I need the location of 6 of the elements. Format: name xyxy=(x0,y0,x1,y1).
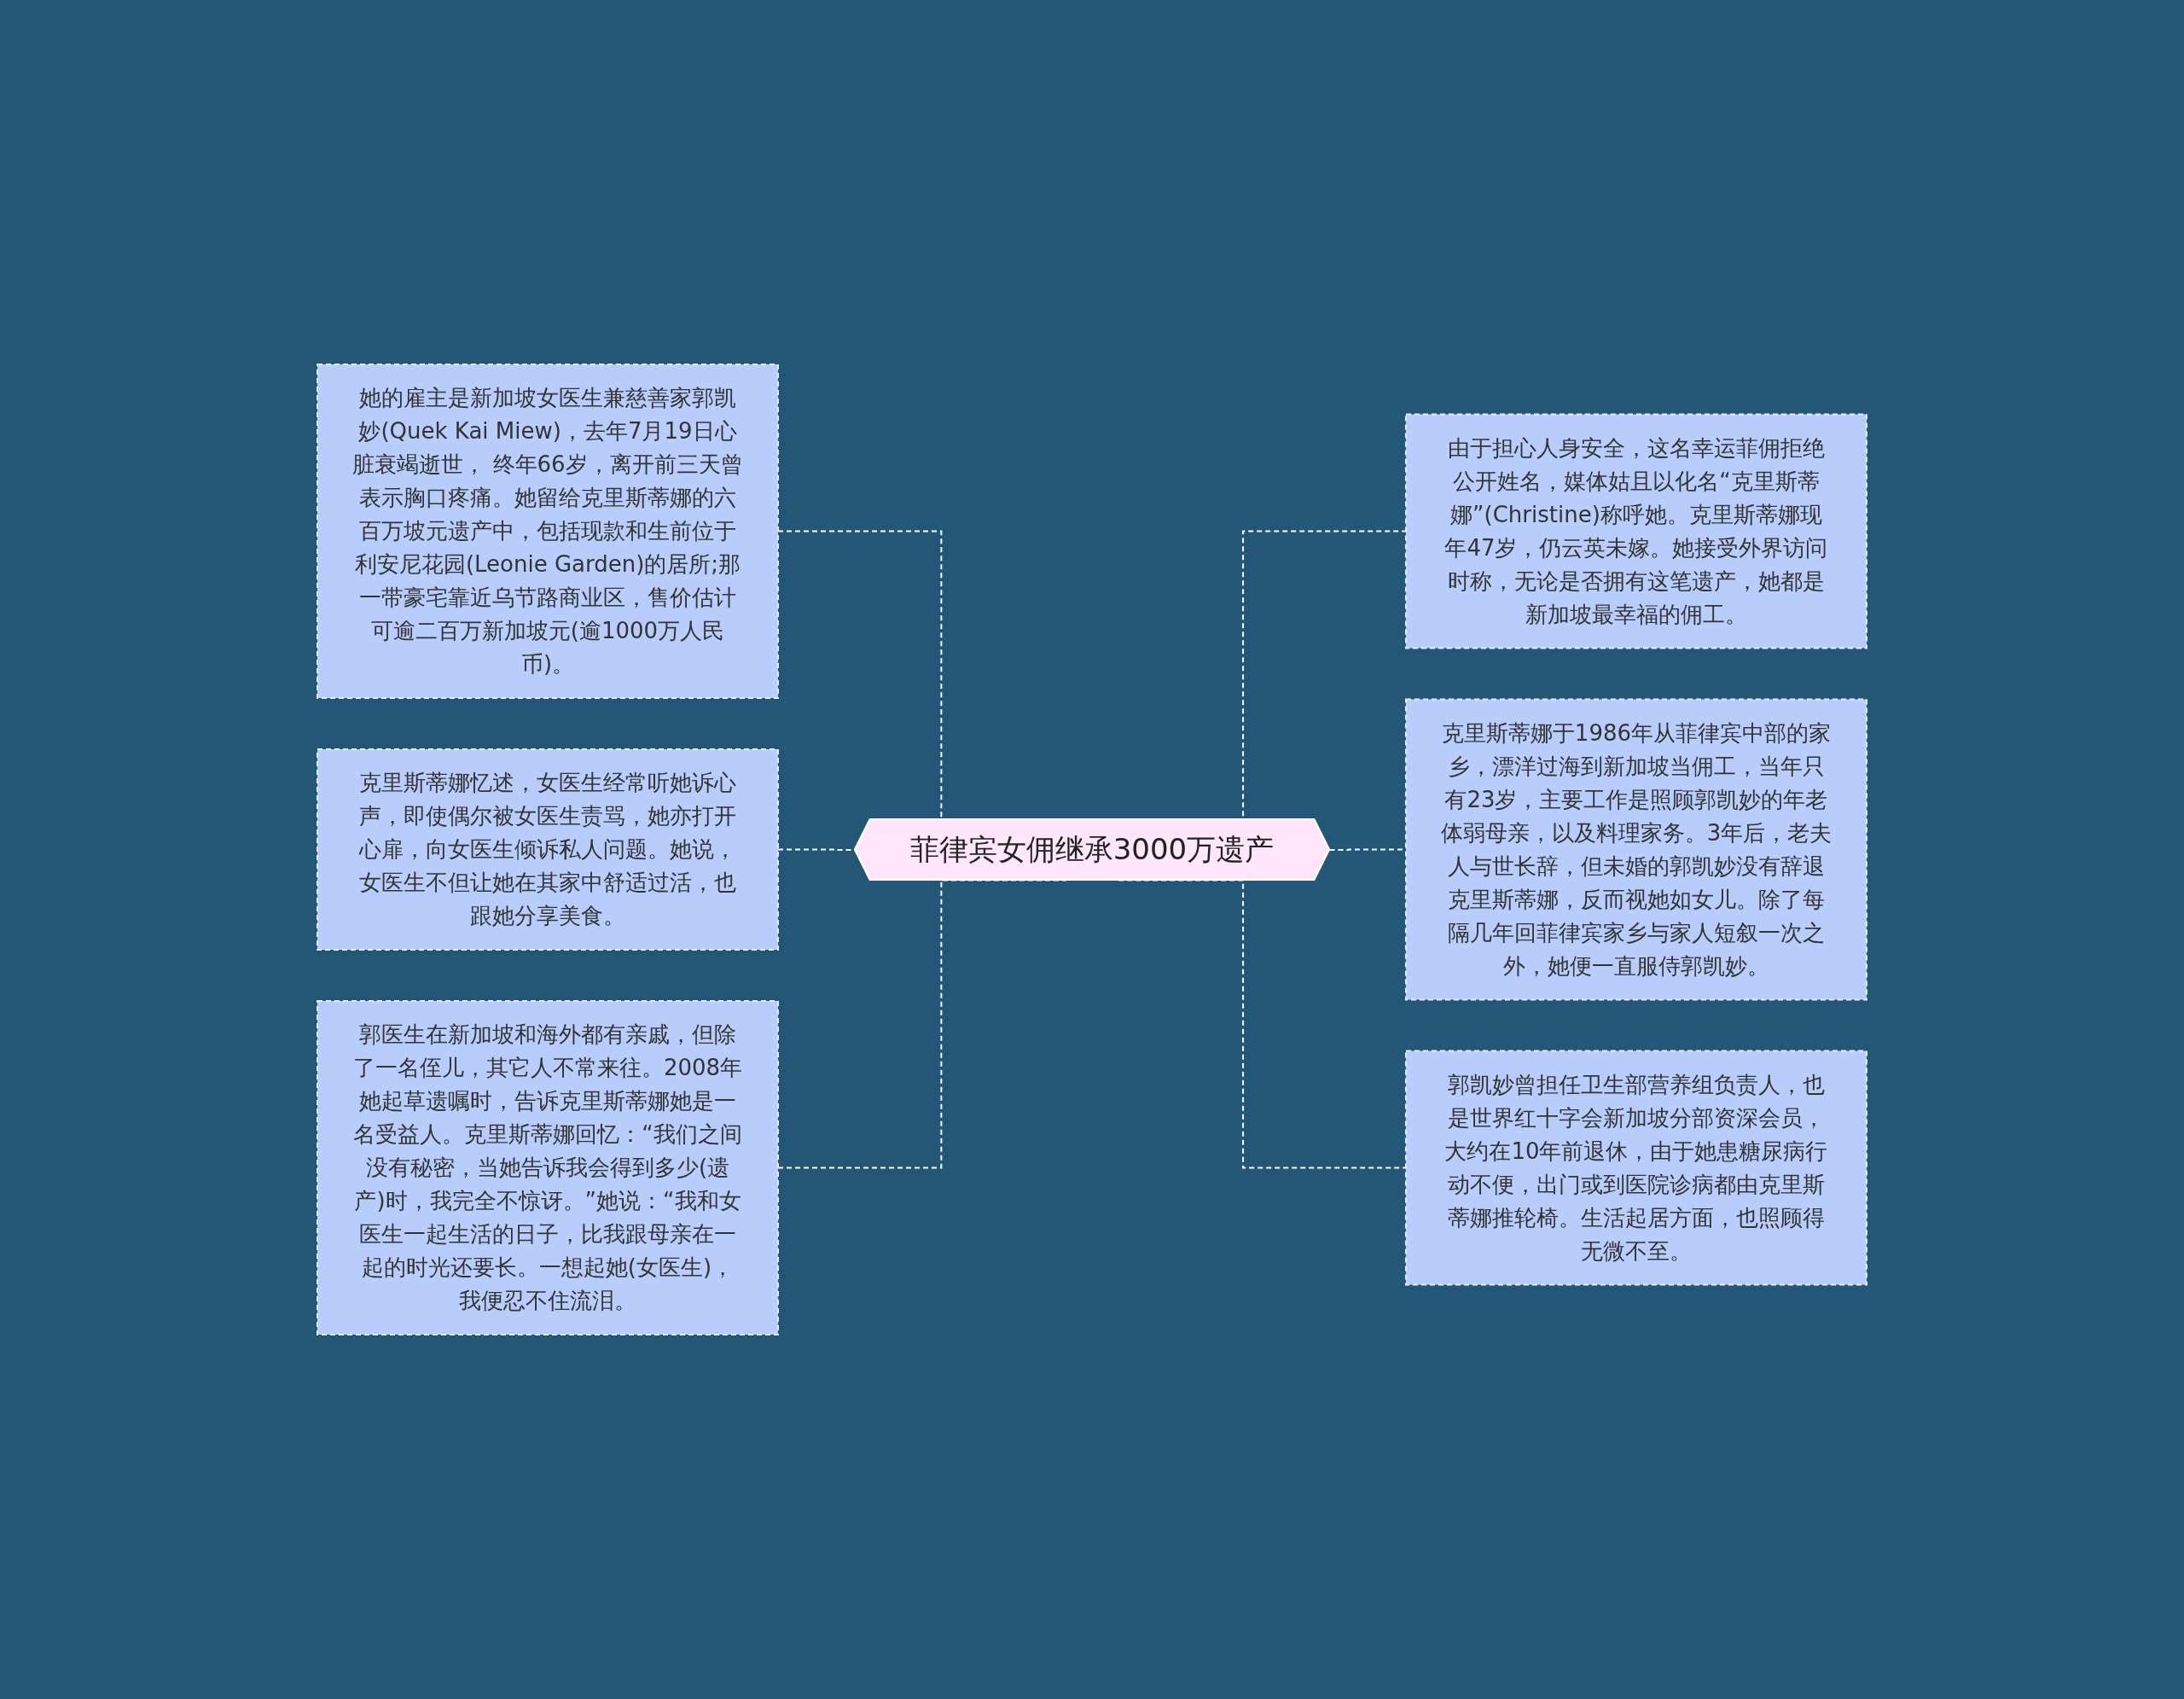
node-box xyxy=(1404,698,1867,1001)
node-box xyxy=(1404,1050,1867,1286)
node-box xyxy=(317,364,779,699)
node-box xyxy=(317,1000,779,1335)
node-box xyxy=(317,748,779,951)
node-box xyxy=(1404,413,1867,649)
